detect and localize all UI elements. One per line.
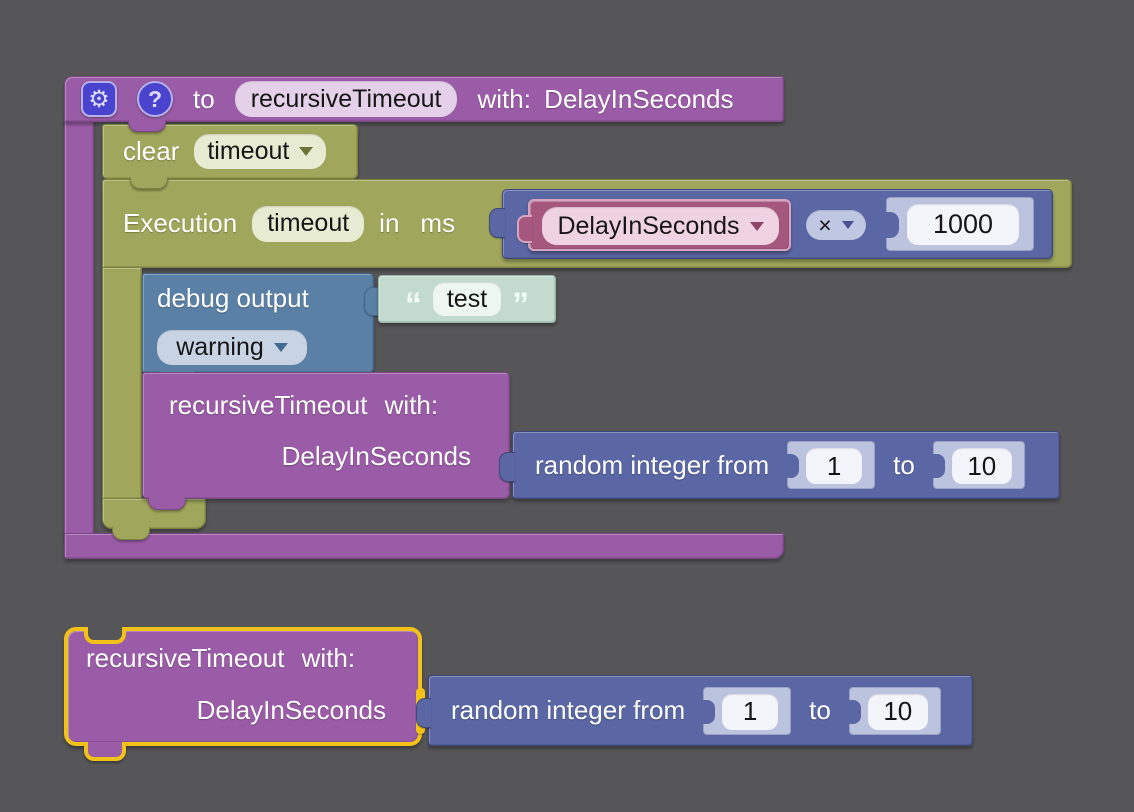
- procedure-def-spine[interactable]: [64, 118, 94, 537]
- selected-prev-notch: [84, 627, 126, 644]
- random-to-field[interactable]: 10: [951, 448, 1012, 484]
- execution-timeout-name-value: timeout: [267, 209, 350, 237]
- execution-statement-spine[interactable]: [102, 267, 142, 499]
- call-line1: recursiveTimeout with:: [86, 643, 356, 673]
- random-from-shadow[interactable]: 1: [787, 441, 876, 489]
- number-socket-notch: [932, 454, 945, 478]
- def-params-label: with: DelayInSeconds: [477, 83, 734, 114]
- call-param-label: DelayInSeconds: [281, 441, 471, 471]
- random-from-field[interactable]: 1: [806, 448, 863, 484]
- random-to-value: 10: [967, 450, 997, 481]
- debug-severity-value: warning: [176, 333, 264, 361]
- call-line1: recursiveTimeout with:: [169, 390, 439, 420]
- debug-output-block[interactable]: debug output warning: [142, 273, 374, 373]
- help-glyph: ?: [147, 85, 163, 112]
- variable-dropdown[interactable]: DelayInSeconds: [542, 207, 779, 245]
- string-text-field[interactable]: test: [432, 282, 502, 316]
- random-to-value: 10: [883, 696, 913, 726]
- def-statement-notch: [128, 120, 166, 132]
- random-from-value: 1: [742, 696, 758, 726]
- random-to-shadow[interactable]: 10: [932, 441, 1025, 489]
- chevron-down-icon: [749, 221, 764, 231]
- def-prefix-label: to: [193, 83, 215, 114]
- debug-label: debug output: [157, 283, 309, 313]
- help-icon[interactable]: ?: [137, 81, 173, 117]
- random-integer-block-bottom[interactable]: random integer from 1 to 10: [416, 675, 973, 746]
- procedure-call-block[interactable]: recursiveTimeout with: DelayInSeconds: [142, 372, 510, 499]
- variable-block-delayinseconds[interactable]: DelayInSeconds: [517, 199, 791, 251]
- operator-dropdown[interactable]: ×: [806, 210, 866, 240]
- mutator-gear-icon[interactable]: ⚙: [81, 81, 117, 117]
- random-from-value: 1: [826, 450, 842, 481]
- random-to-label: to: [893, 449, 915, 480]
- random-label: random integer from: [535, 449, 770, 480]
- number-socket-notch: [703, 699, 716, 724]
- execution-label: Execution: [123, 208, 238, 238]
- random-to-shadow[interactable]: 10: [848, 686, 941, 735]
- random-from-field[interactable]: 1: [722, 693, 779, 730]
- number-socket-notch: [886, 212, 899, 238]
- random-integer-block[interactable]: random integer from 1 to 10: [499, 431, 1060, 499]
- procedure-name-value: recursiveTimeout: [250, 84, 442, 113]
- procedure-name-field[interactable]: recursiveTimeout: [234, 81, 458, 117]
- clear-next-notch: [130, 177, 168, 189]
- chevron-down-icon: [841, 221, 854, 229]
- execution-timeout-name-field[interactable]: timeout: [252, 205, 365, 242]
- quote-open-glyph: “: [404, 286, 422, 324]
- operator-dropdown-value: ×: [818, 211, 832, 238]
- random-to-field[interactable]: 10: [867, 693, 928, 730]
- clear-timeout-block[interactable]: clear timeout: [102, 124, 358, 179]
- random-left-tab: [499, 452, 515, 482]
- selected-next-notch: [84, 742, 126, 761]
- call-next-notch: [148, 497, 186, 510]
- random-to-label: to: [809, 695, 831, 725]
- multiply-block[interactable]: DelayInSeconds × 1000: [489, 189, 1053, 259]
- number-field-1000[interactable]: 1000: [907, 204, 1019, 245]
- chevron-down-icon: [273, 343, 288, 352]
- random-left-tab: [416, 698, 431, 728]
- number-socket-notch: [848, 699, 861, 724]
- procedure-call-block-selected[interactable]: recursiveTimeout with: DelayInSeconds: [64, 627, 422, 746]
- random-label: random integer from: [451, 695, 686, 725]
- number-value-1000: 1000: [932, 209, 994, 239]
- quote-close-glyph: ”: [512, 286, 530, 324]
- chevron-down-icon: [299, 147, 314, 156]
- random-from-shadow[interactable]: 1: [703, 686, 792, 735]
- in-label: in: [379, 208, 400, 238]
- ms-label: ms: [420, 208, 456, 238]
- multiply-left-tab: [489, 208, 505, 238]
- gear-glyph: ⚙: [88, 85, 110, 113]
- debug-severity-dropdown[interactable]: warning: [157, 330, 307, 365]
- clear-timeout-dropdown[interactable]: timeout: [194, 134, 327, 169]
- variable-dropdown-value: DelayInSeconds: [557, 211, 740, 240]
- number-socket-notch: [787, 454, 800, 478]
- call-param-label: DelayInSeconds: [196, 695, 386, 725]
- execution-next-notch: [112, 527, 150, 540]
- procedure-def-header[interactable]: ⚙ ? to recursiveTimeout with: DelayInSec…: [64, 76, 784, 122]
- string-text-value: test: [446, 284, 488, 313]
- number-shadow-1000[interactable]: 1000: [886, 197, 1034, 251]
- clear-label: clear: [123, 136, 180, 166]
- variable-left-tab: [517, 215, 532, 243]
- string-block-test[interactable]: “ test ”: [378, 275, 556, 323]
- clear-timeout-dropdown-value: timeout: [207, 137, 290, 165]
- string-socket-tab: [364, 287, 380, 316]
- procedure-def-bottom-bar[interactable]: [64, 533, 784, 559]
